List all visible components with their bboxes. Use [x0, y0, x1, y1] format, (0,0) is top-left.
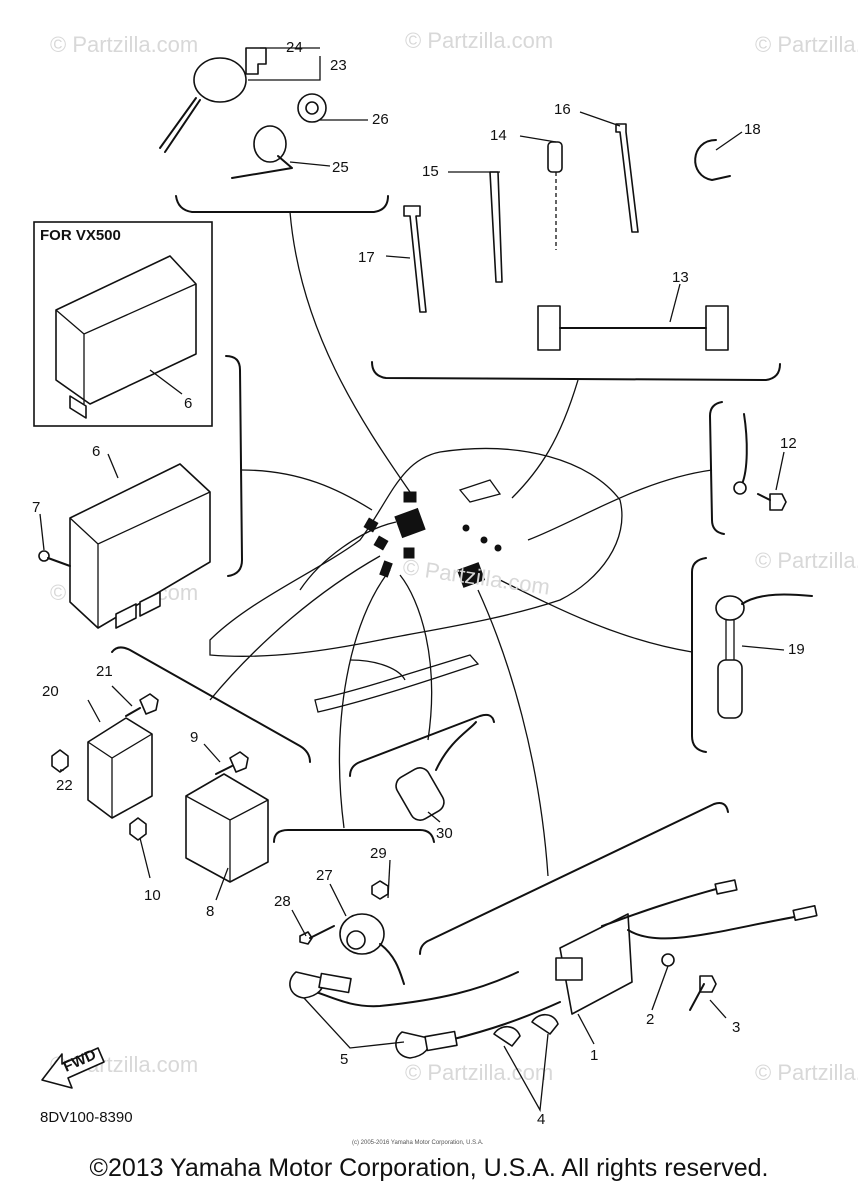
ground-lead-part	[733, 413, 787, 511]
rectifier-8-part	[185, 773, 269, 883]
leader	[209, 555, 381, 701]
callout-23: 23	[330, 57, 347, 74]
callout-leaders	[39, 47, 785, 1113]
inset-title: FOR VX500	[40, 227, 121, 244]
callout-3: 3	[732, 1019, 740, 1036]
leader	[289, 211, 411, 493]
callout-18: 18	[744, 121, 761, 138]
center-watermark: © Partzilla.com	[401, 554, 551, 599]
callout-4: 4	[537, 1111, 545, 1128]
callout-9: 9	[190, 729, 198, 746]
callout-30: 30	[436, 825, 453, 842]
hull-outline	[209, 447, 623, 713]
callout-13: 13	[672, 269, 689, 286]
watermark: © Partzilla.com	[405, 28, 553, 53]
sensor-part	[715, 593, 813, 719]
plug-caps-part	[289, 971, 458, 1059]
harness-connectors	[363, 491, 502, 588]
callout-6-inset: 6	[184, 395, 192, 412]
callout-7: 7	[32, 499, 40, 516]
watermark: © Partzilla.com	[50, 32, 198, 57]
bracket-switch	[273, 829, 435, 843]
capacitor-part	[395, 721, 477, 821]
part-code: 8DV100-8390	[40, 1109, 133, 1126]
leader	[511, 379, 579, 499]
ecu-part	[69, 463, 211, 629]
callout-8: 8	[206, 903, 214, 920]
bracket-coil	[419, 802, 729, 955]
leader	[477, 589, 549, 877]
fasteners	[51, 693, 249, 841]
callout-10: 10	[144, 887, 161, 904]
watermark: © Partzilla.com	[755, 548, 858, 573]
bracket-top-left	[175, 195, 389, 213]
callout-15: 15	[422, 163, 439, 180]
watermark: © Partzilla.com	[405, 1060, 553, 1085]
callout-26: 26	[372, 111, 389, 128]
callout-12: 12	[780, 435, 797, 452]
callout-28: 28	[274, 893, 291, 910]
callout-6: 6	[92, 443, 100, 460]
callout-22: 22	[56, 777, 73, 794]
callout-14: 14	[490, 127, 507, 144]
bracket-ecu	[225, 355, 243, 577]
callout-numbers: 1 2 3 4 5 6 6 7 8 9 10 12 13 14 15 16 17…	[32, 39, 805, 1128]
small-copyright: (c) 2005-2016 Yamaha Motor Corporation, …	[352, 1140, 484, 1146]
bracket-sensor	[691, 557, 707, 753]
callout-5: 5	[340, 1051, 348, 1068]
switch-27-part	[299, 880, 405, 985]
callout-27: 27	[316, 867, 333, 884]
main-switch-part	[159, 47, 267, 153]
callout-2: 2	[646, 1011, 654, 1028]
leader	[241, 469, 373, 511]
rectifier-20-part	[87, 717, 153, 819]
ring-nut-part	[297, 93, 327, 123]
callout-20: 20	[42, 683, 59, 700]
bracket-ground	[709, 401, 725, 535]
fuse-holder-part	[547, 141, 563, 250]
harness-leaders	[209, 211, 713, 877]
callout-1: 1	[590, 1047, 598, 1064]
clip-part	[694, 139, 731, 181]
ignition-coil-part	[309, 879, 818, 1041]
inset-vx500: FOR VX500	[33, 221, 213, 427]
leader	[527, 469, 713, 541]
clamps-part	[493, 1013, 559, 1047]
callout-24: 24	[286, 39, 303, 56]
callout-25: 25	[332, 159, 349, 176]
cable-ties	[403, 123, 639, 313]
callout-16: 16	[554, 101, 571, 118]
callout-19: 19	[788, 641, 805, 658]
group-brackets	[111, 195, 781, 955]
bolt-7	[38, 550, 71, 567]
bracket-rectifier	[111, 646, 311, 763]
stop-switch-part	[231, 125, 293, 179]
callout-29: 29	[370, 845, 387, 862]
watermark: © Partzilla.com	[755, 32, 858, 57]
callout-17: 17	[358, 249, 375, 266]
bracket-capacitor	[349, 713, 495, 777]
copyright-notice: ©2013 Yamaha Motor Corporation, U.S.A. A…	[89, 1154, 769, 1182]
callout-21: 21	[96, 663, 113, 680]
watermark: © Partzilla.com	[755, 1060, 858, 1085]
leader	[399, 574, 433, 741]
bracket-top-right	[371, 361, 781, 381]
leader	[499, 579, 693, 653]
leader	[338, 569, 391, 829]
connector-lead-part	[537, 305, 729, 351]
